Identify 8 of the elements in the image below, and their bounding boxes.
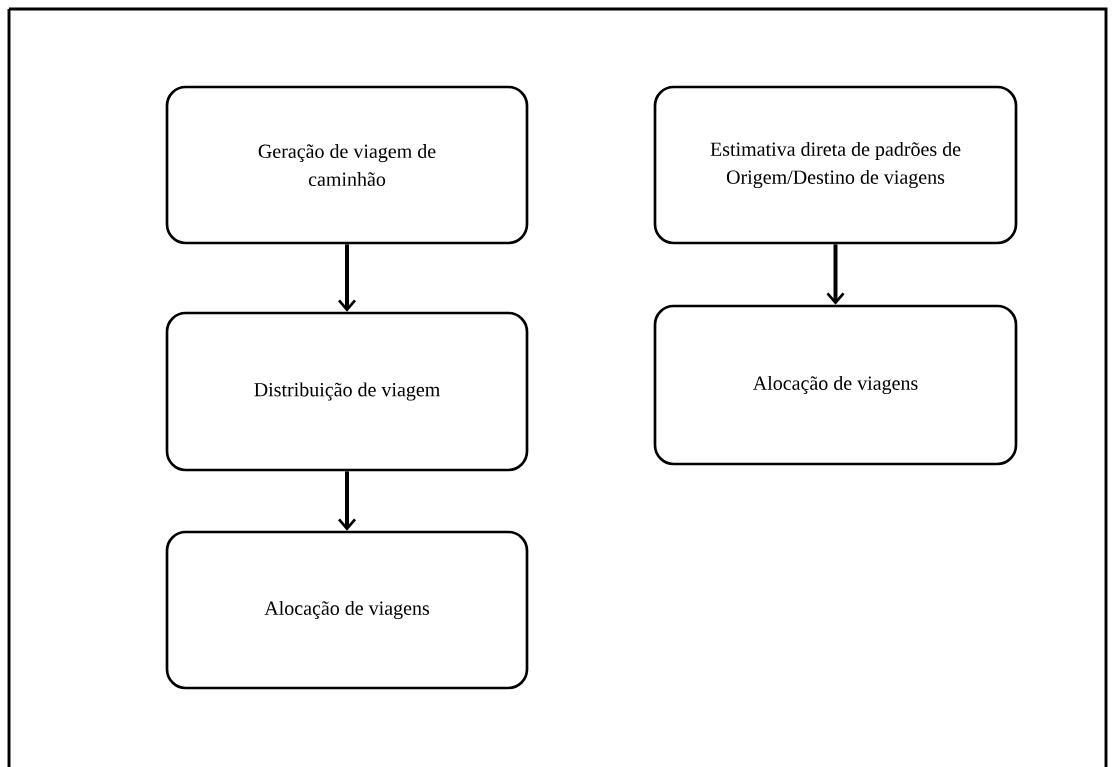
- process-box: Alocação de viagens: [165, 530, 529, 690]
- arrow: [338, 471, 356, 531]
- process-box: Alocação de viagens: [653, 304, 1018, 466]
- arrow: [826, 244, 845, 305]
- process-box: Estimativa direta de padrões de Origem/Destino de viagens: [653, 85, 1018, 245]
- process-box: Distribuição de viagem: [165, 311, 529, 472]
- process-box: Geração de viagem de caminhão: [165, 85, 529, 245]
- arrow: [338, 244, 356, 312]
